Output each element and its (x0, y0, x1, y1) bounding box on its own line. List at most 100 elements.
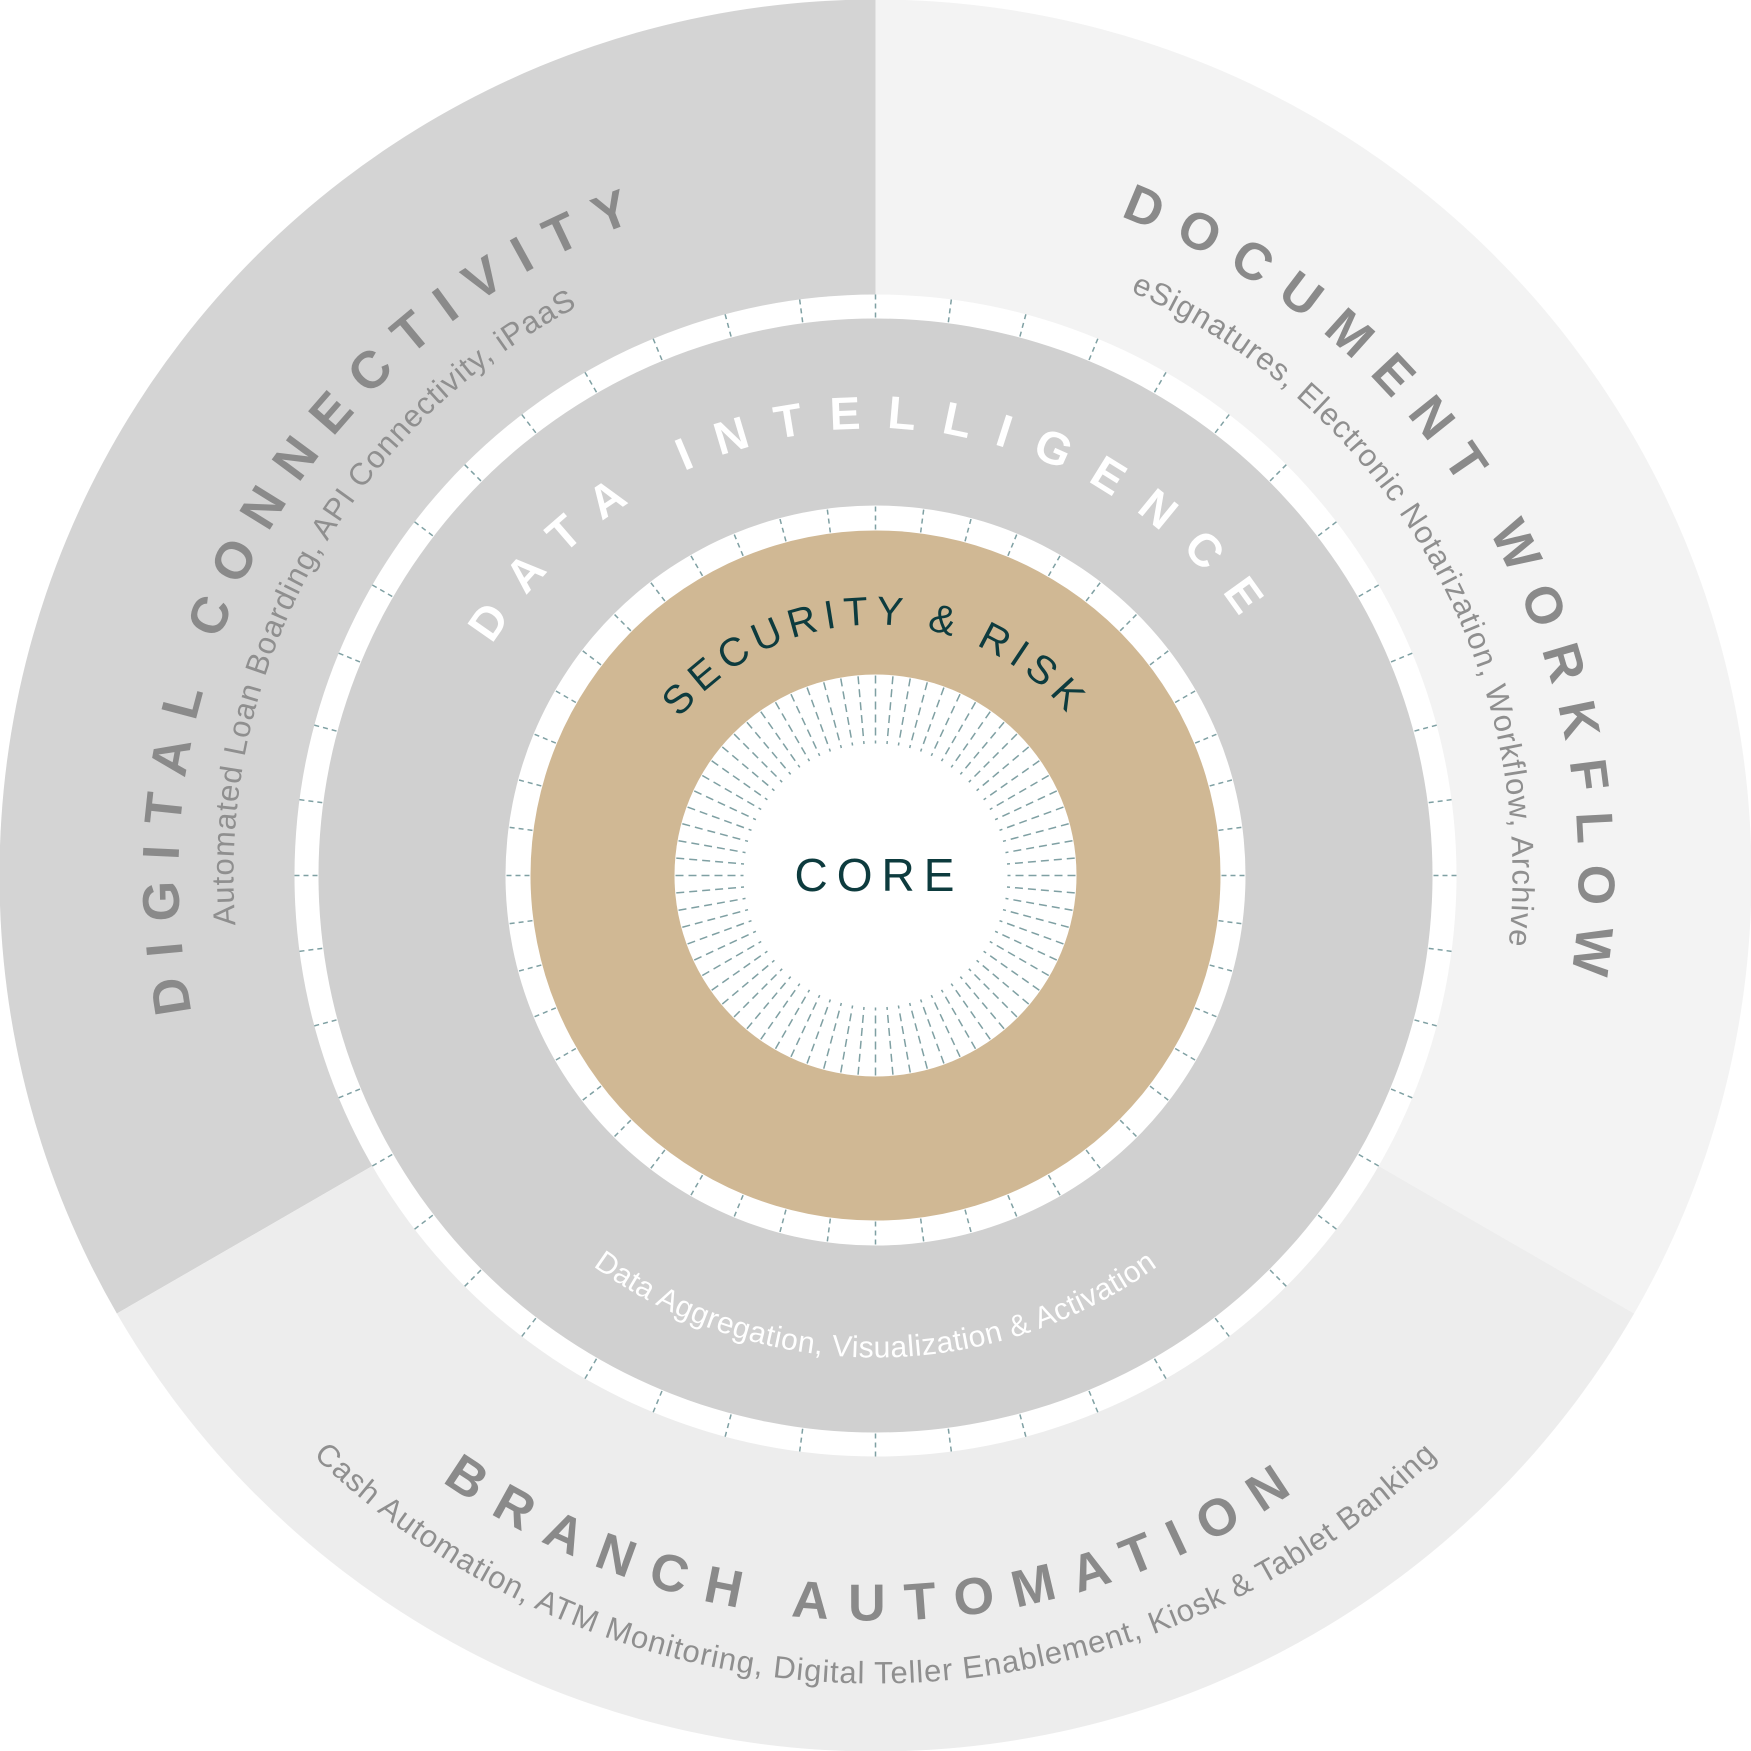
outer-tick (314, 724, 337, 732)
core-title: CORE (795, 849, 964, 901)
core-ray (733, 968, 783, 1018)
outer-tick (299, 947, 323, 953)
outer-tick (947, 299, 953, 323)
core-ray (840, 678, 854, 746)
outer-tick (584, 1358, 598, 1380)
core-ray (983, 760, 1040, 801)
inner-tick (1218, 826, 1243, 832)
inner-tick (613, 613, 632, 632)
inner-tick (649, 1149, 666, 1170)
core-ray (950, 983, 991, 1040)
core-ray (1006, 886, 1075, 894)
inner-tick (733, 533, 744, 557)
inner-tick (1149, 649, 1170, 666)
inner-tick (1085, 581, 1102, 602)
outer-tick (414, 1214, 434, 1230)
outer-tick (947, 1428, 953, 1452)
inner-tick (533, 1007, 557, 1018)
inner-tick (581, 1085, 602, 1102)
inner-tick (1209, 779, 1234, 787)
inner-tick (1085, 1149, 1102, 1170)
inner-tick (1218, 919, 1243, 925)
outer-tick (652, 338, 663, 361)
inner-tick (919, 1218, 925, 1243)
core-ray (994, 930, 1058, 961)
outer-tick (798, 299, 804, 323)
core-ray (790, 994, 821, 1058)
inner-tick (1119, 1119, 1138, 1138)
core-ray (682, 908, 749, 928)
core-ray (701, 940, 762, 977)
core-ray (897, 1005, 911, 1073)
core-ray (746, 976, 792, 1030)
outer-tick (1414, 724, 1437, 732)
core-ray (940, 701, 977, 762)
core-ray (959, 976, 1005, 1030)
outer-tick (652, 1390, 663, 1413)
core-ray (711, 950, 768, 991)
inner-tick (613, 1119, 632, 1138)
core-ray (940, 989, 977, 1050)
inner-tick (826, 1218, 832, 1243)
inner-tick (554, 1047, 577, 1062)
inner-tick (1047, 1174, 1062, 1197)
outer-tick (464, 464, 482, 482)
core-ray (687, 919, 752, 945)
inner-tick (964, 517, 972, 542)
outer-tick (1414, 1019, 1437, 1027)
core-ray (919, 687, 945, 752)
core-ray (930, 994, 961, 1058)
core-ray (806, 999, 832, 1064)
inner-tick (689, 554, 704, 577)
core-ray (693, 930, 757, 961)
outer-tick (299, 798, 323, 804)
outer-tick (1269, 464, 1287, 482)
inner-tick (1119, 613, 1138, 632)
outer-tick (724, 314, 732, 337)
inner-tick (919, 508, 925, 533)
core-ray (721, 959, 775, 1005)
outer-tick (1428, 947, 1452, 953)
outer-band-ticks (294, 294, 1457, 1457)
core-ray (1005, 897, 1073, 911)
core-ray (959, 721, 1005, 775)
core-ray (760, 711, 801, 768)
outer-tick (521, 414, 537, 434)
outer-tick (1317, 521, 1337, 537)
core-ray (676, 886, 745, 894)
outer-tick (1390, 1088, 1413, 1099)
core-ray (701, 774, 762, 811)
core-ray (1002, 823, 1069, 843)
outer-tick (338, 1088, 361, 1099)
inner-tick (826, 508, 832, 533)
outer-tick (1088, 1390, 1099, 1413)
outer-tick (584, 371, 598, 393)
inner-tick (1149, 1085, 1170, 1102)
inner-tick (964, 1209, 972, 1234)
core-ray (897, 678, 911, 746)
core-ray (983, 950, 1040, 991)
core-ray (968, 968, 1018, 1018)
outer-tick (1390, 652, 1413, 663)
inner-tick (779, 517, 787, 542)
inner-tick (1007, 533, 1018, 557)
outer-tick (1088, 338, 1099, 361)
core-ray (678, 897, 746, 911)
core-ray (908, 1002, 928, 1069)
outer-tick (1269, 1269, 1287, 1287)
inner-tick (733, 1194, 744, 1218)
core-ray (806, 687, 832, 752)
core-ray (711, 760, 768, 801)
core-ray (999, 806, 1064, 832)
core-ray (989, 774, 1050, 811)
inner-tick (1007, 1194, 1018, 1218)
outer-tick (1214, 1317, 1230, 1337)
core-ray (999, 919, 1064, 945)
outer-tick (1358, 584, 1380, 598)
outer-tick (1317, 1214, 1337, 1230)
core-ray (721, 746, 775, 792)
outer-tick (1214, 414, 1230, 434)
core-ray (857, 676, 865, 745)
outer-tick (338, 652, 361, 663)
